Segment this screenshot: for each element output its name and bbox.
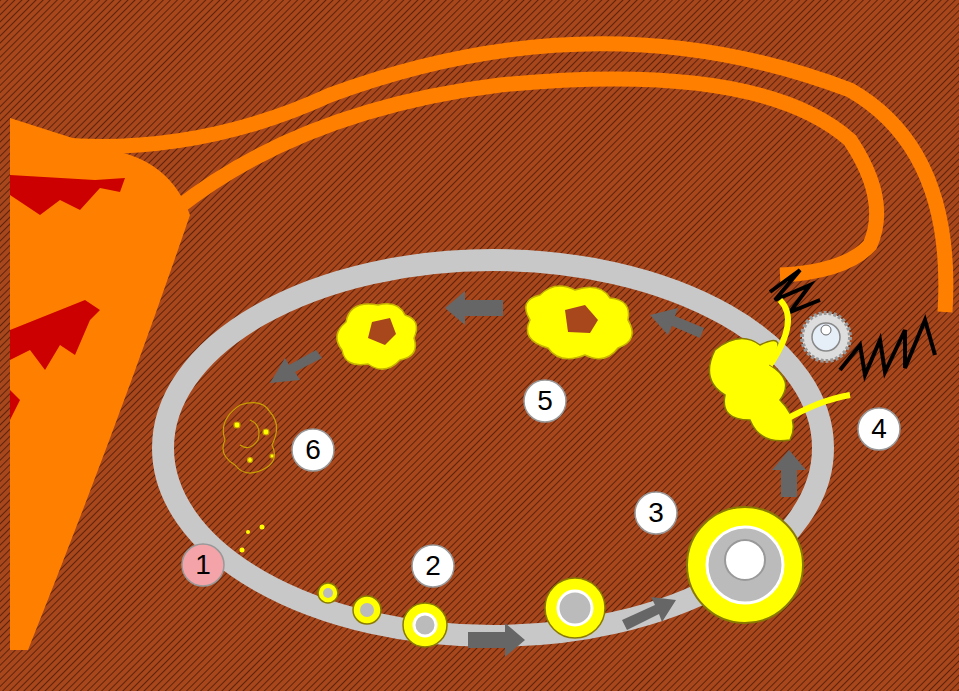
callout-circle: 1 <box>181 543 225 587</box>
callout-circle-outline <box>524 380 566 422</box>
fimbriae <box>840 320 935 375</box>
callout-circle: 2 <box>411 544 455 588</box>
callout-number: 3 <box>648 499 664 527</box>
corpus-luteum <box>337 286 632 369</box>
fallopian-tube <box>60 44 946 312</box>
callout-circle: 6 <box>291 428 335 472</box>
callout-number: 4 <box>871 415 887 443</box>
callout-number: 6 <box>305 436 321 464</box>
endometrium <box>10 300 100 370</box>
ovary-outline <box>163 260 823 636</box>
endometrium <box>10 175 125 215</box>
primordial-follicles <box>318 578 605 647</box>
uterus-wall <box>10 118 190 650</box>
callout-circle-outline <box>858 408 900 450</box>
callout-circle-outline <box>412 545 454 587</box>
ovulation <box>709 300 850 441</box>
graafian-follicle <box>687 507 803 623</box>
endometrium <box>10 390 20 420</box>
callout-number: 2 <box>425 552 441 580</box>
callout-circle: 4 <box>857 407 901 451</box>
corpus-albicans <box>223 403 277 553</box>
callout-number: 1 <box>195 551 211 579</box>
fimbriae <box>770 270 820 312</box>
callout-number: 5 <box>537 387 553 415</box>
callout-circle-outline <box>182 544 224 586</box>
callout-circle: 3 <box>634 491 678 535</box>
callout-circle: 5 <box>523 379 567 423</box>
callout-circle-outline <box>292 429 334 471</box>
stage-arrows <box>270 291 806 657</box>
fallopian-tube <box>175 79 877 275</box>
callout-circle-outline <box>635 492 677 534</box>
